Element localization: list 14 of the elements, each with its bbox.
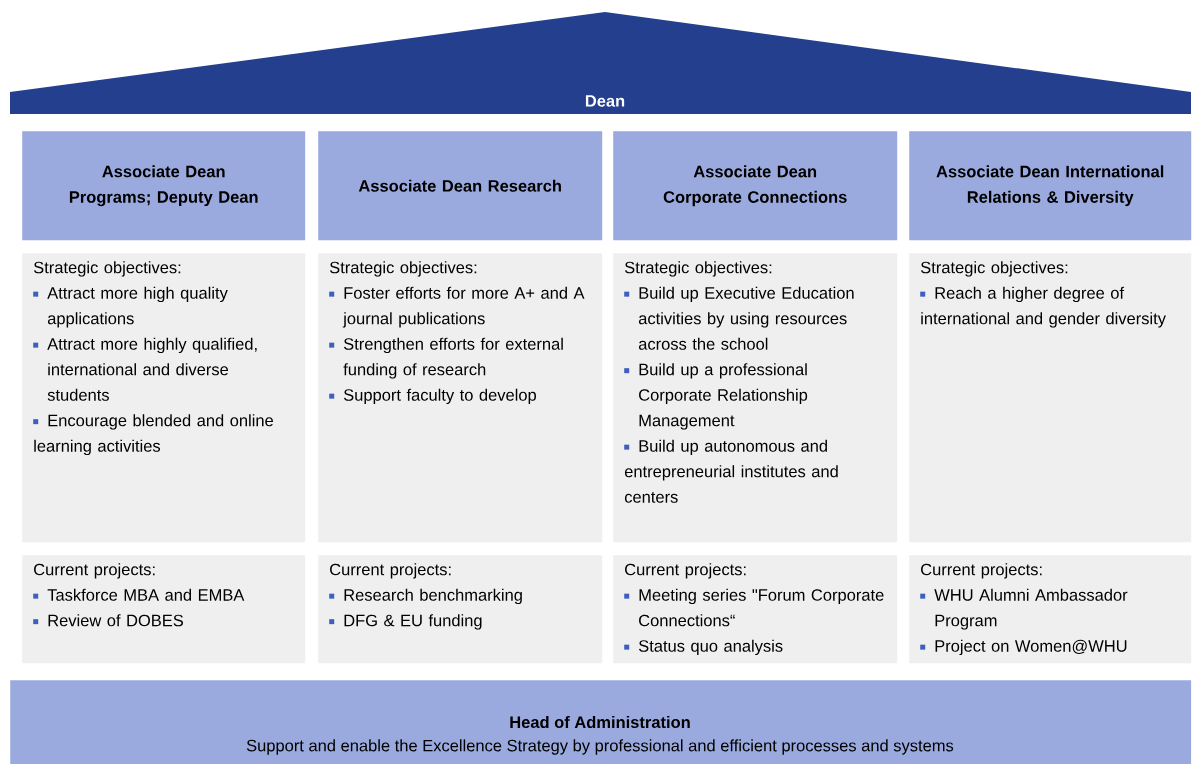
projects-box: Current projects: Meeting series "Forum Corporate Connections“ Status quo analysis xyxy=(613,555,898,664)
projects-box: Current projects: Research benchmarking DFG & EU funding xyxy=(318,555,603,664)
role-header-box: Associate Dean International Relations & Diversity xyxy=(909,131,1192,241)
objectives-box: Strategic objectives: Build up Executive Education activities by using resources across the school Build up a professional Corporate Relationship Management Build up autonomous and entrepreneurial institutes and centers xyxy=(613,253,898,543)
administration-band: Head of Administration Support and enable the Excellence Strategy by professional and efficient processes and systems xyxy=(10,680,1192,764)
objectives-box: Strategic objectives: Reach a higher degree of international and gender diversity xyxy=(909,253,1192,543)
role-header-box: Associate Dean Research xyxy=(318,131,603,241)
projects-box: Current projects: WHU Alumni Ambassador Program Project on Women@WHU xyxy=(909,555,1192,664)
roof-banner: Dean xyxy=(10,12,1191,114)
projects-box: Current projects: Taskforce MBA and EMBA Review of DOBES xyxy=(22,555,306,664)
objectives-box: Strategic objectives: Attract more high quality applications Attract more highly qualified, international and diverse students Encourage blended and online learning activities xyxy=(22,253,306,543)
role-header-box: Associate Dean Corporate Connections xyxy=(613,131,898,241)
objectives-box: Strategic objectives: Foster efforts for more A+ and A journal publications Strengthen efforts for external funding of research Support faculty to develop xyxy=(318,253,603,543)
role-header-box: Associate Dean Programs; Deputy Dean xyxy=(22,131,306,241)
